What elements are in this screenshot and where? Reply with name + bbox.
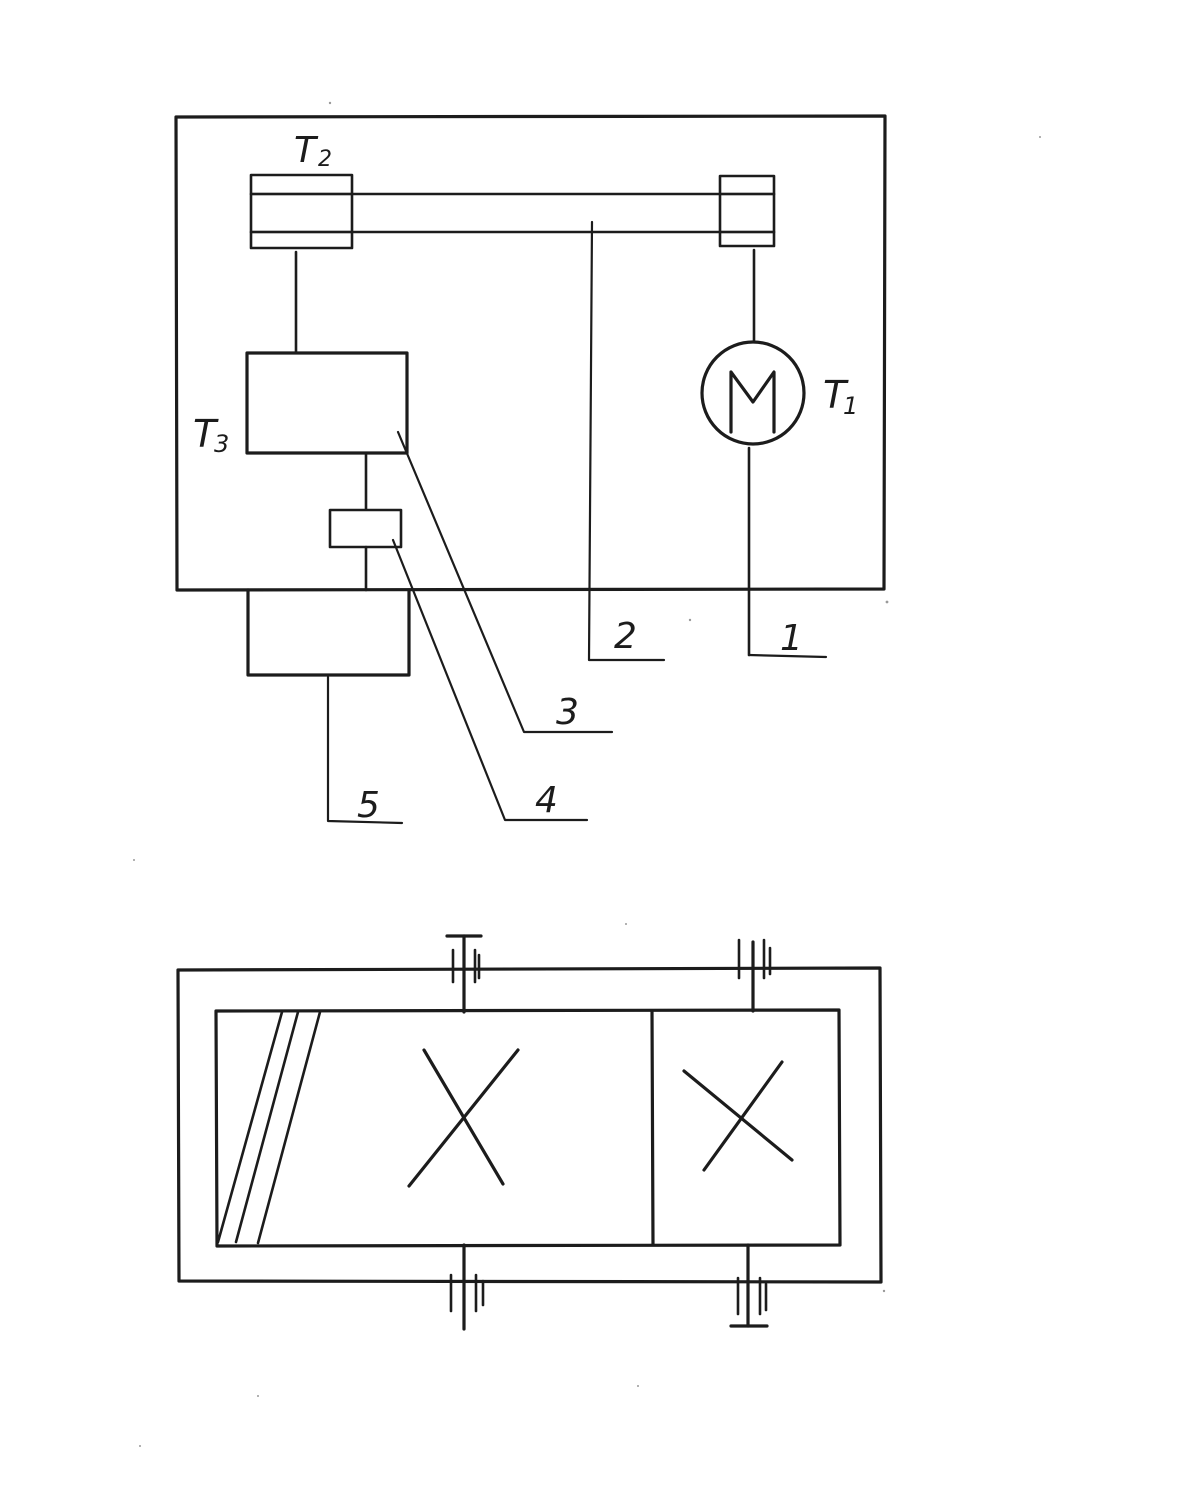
callout-2: 2 [614,616,637,657]
pulley-t2 [249,173,354,250]
label-t2: T 2 [294,130,332,172]
label-t3: T 3 [193,412,229,458]
leader-1 [747,653,828,659]
scan-specks [133,101,1041,1447]
drive-scheme: T 2 T 3 T 1 1 2 3 4 5 [174,114,887,826]
leader-5 [326,675,404,825]
shaft-top-left [445,934,483,1014]
pulley-motor [718,174,776,248]
shaft-top-right [737,938,772,1013]
work-unit [246,588,411,677]
label-t2-letter: T [294,130,319,171]
label-t2-sub: 2 [318,147,332,172]
leader-4 [391,538,589,822]
shaft-bottom-left [449,1243,485,1331]
motor-circle [700,340,806,446]
hatch-line-1 [216,1010,284,1244]
housing-frame [174,114,887,592]
gearbox-t3 [245,351,409,455]
leader-2 [587,220,666,662]
label-t1-letter: T [823,373,849,417]
label-t3-letter: T [193,412,219,456]
coupling [328,508,403,549]
inner-casing [214,1008,842,1248]
motor-symbol [729,370,776,434]
callout-4: 4 [535,780,558,821]
outer-housing [176,966,883,1284]
gearbox-plan-view [176,934,883,1331]
callout-1: 1 [780,618,803,659]
leader-3 [396,430,614,734]
cross-symbol-small [682,1060,794,1172]
label-t3-sub: 3 [214,430,229,458]
label-t1: T 1 [823,373,858,420]
shaft-bottom-right [729,1243,769,1328]
callout-5: 5 [357,785,380,826]
casing-divider [650,1009,655,1246]
callout-3: 3 [556,692,579,733]
cross-symbol-large [407,1048,520,1188]
hatch-line-2 [234,1010,300,1244]
label-t1-sub: 1 [843,392,858,420]
hatch-line-3 [256,1010,322,1245]
